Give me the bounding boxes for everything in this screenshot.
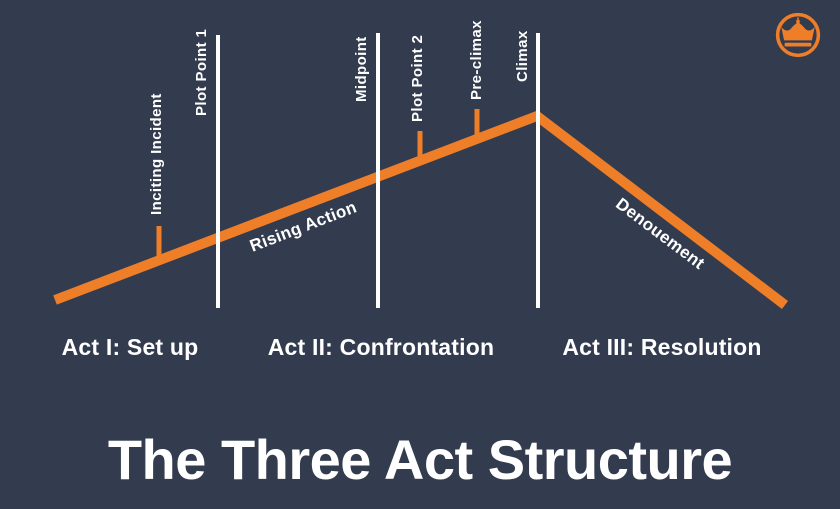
act-label-2: Act II: Confrontation <box>267 334 495 360</box>
act-label-1: Act I: Set up <box>61 334 199 360</box>
story-arc-chart <box>53 33 789 309</box>
page-title: The Three Act Structure <box>107 428 733 491</box>
marker-label-midpoint: Midpoint <box>353 36 370 102</box>
act-label-3: Act III: Resolution <box>562 334 762 360</box>
marker-label-inciting-incident: Inciting Incident <box>148 93 165 215</box>
marker-label-plot-point-1: Plot Point 1 <box>193 28 210 116</box>
marker-label-climax: Climax <box>514 30 531 82</box>
marker-label-pre-climax: Pre-climax <box>468 20 485 100</box>
marker-label-plot-point-2: Plot Point 2 <box>409 34 426 122</box>
crown-logo-icon <box>775 12 821 58</box>
